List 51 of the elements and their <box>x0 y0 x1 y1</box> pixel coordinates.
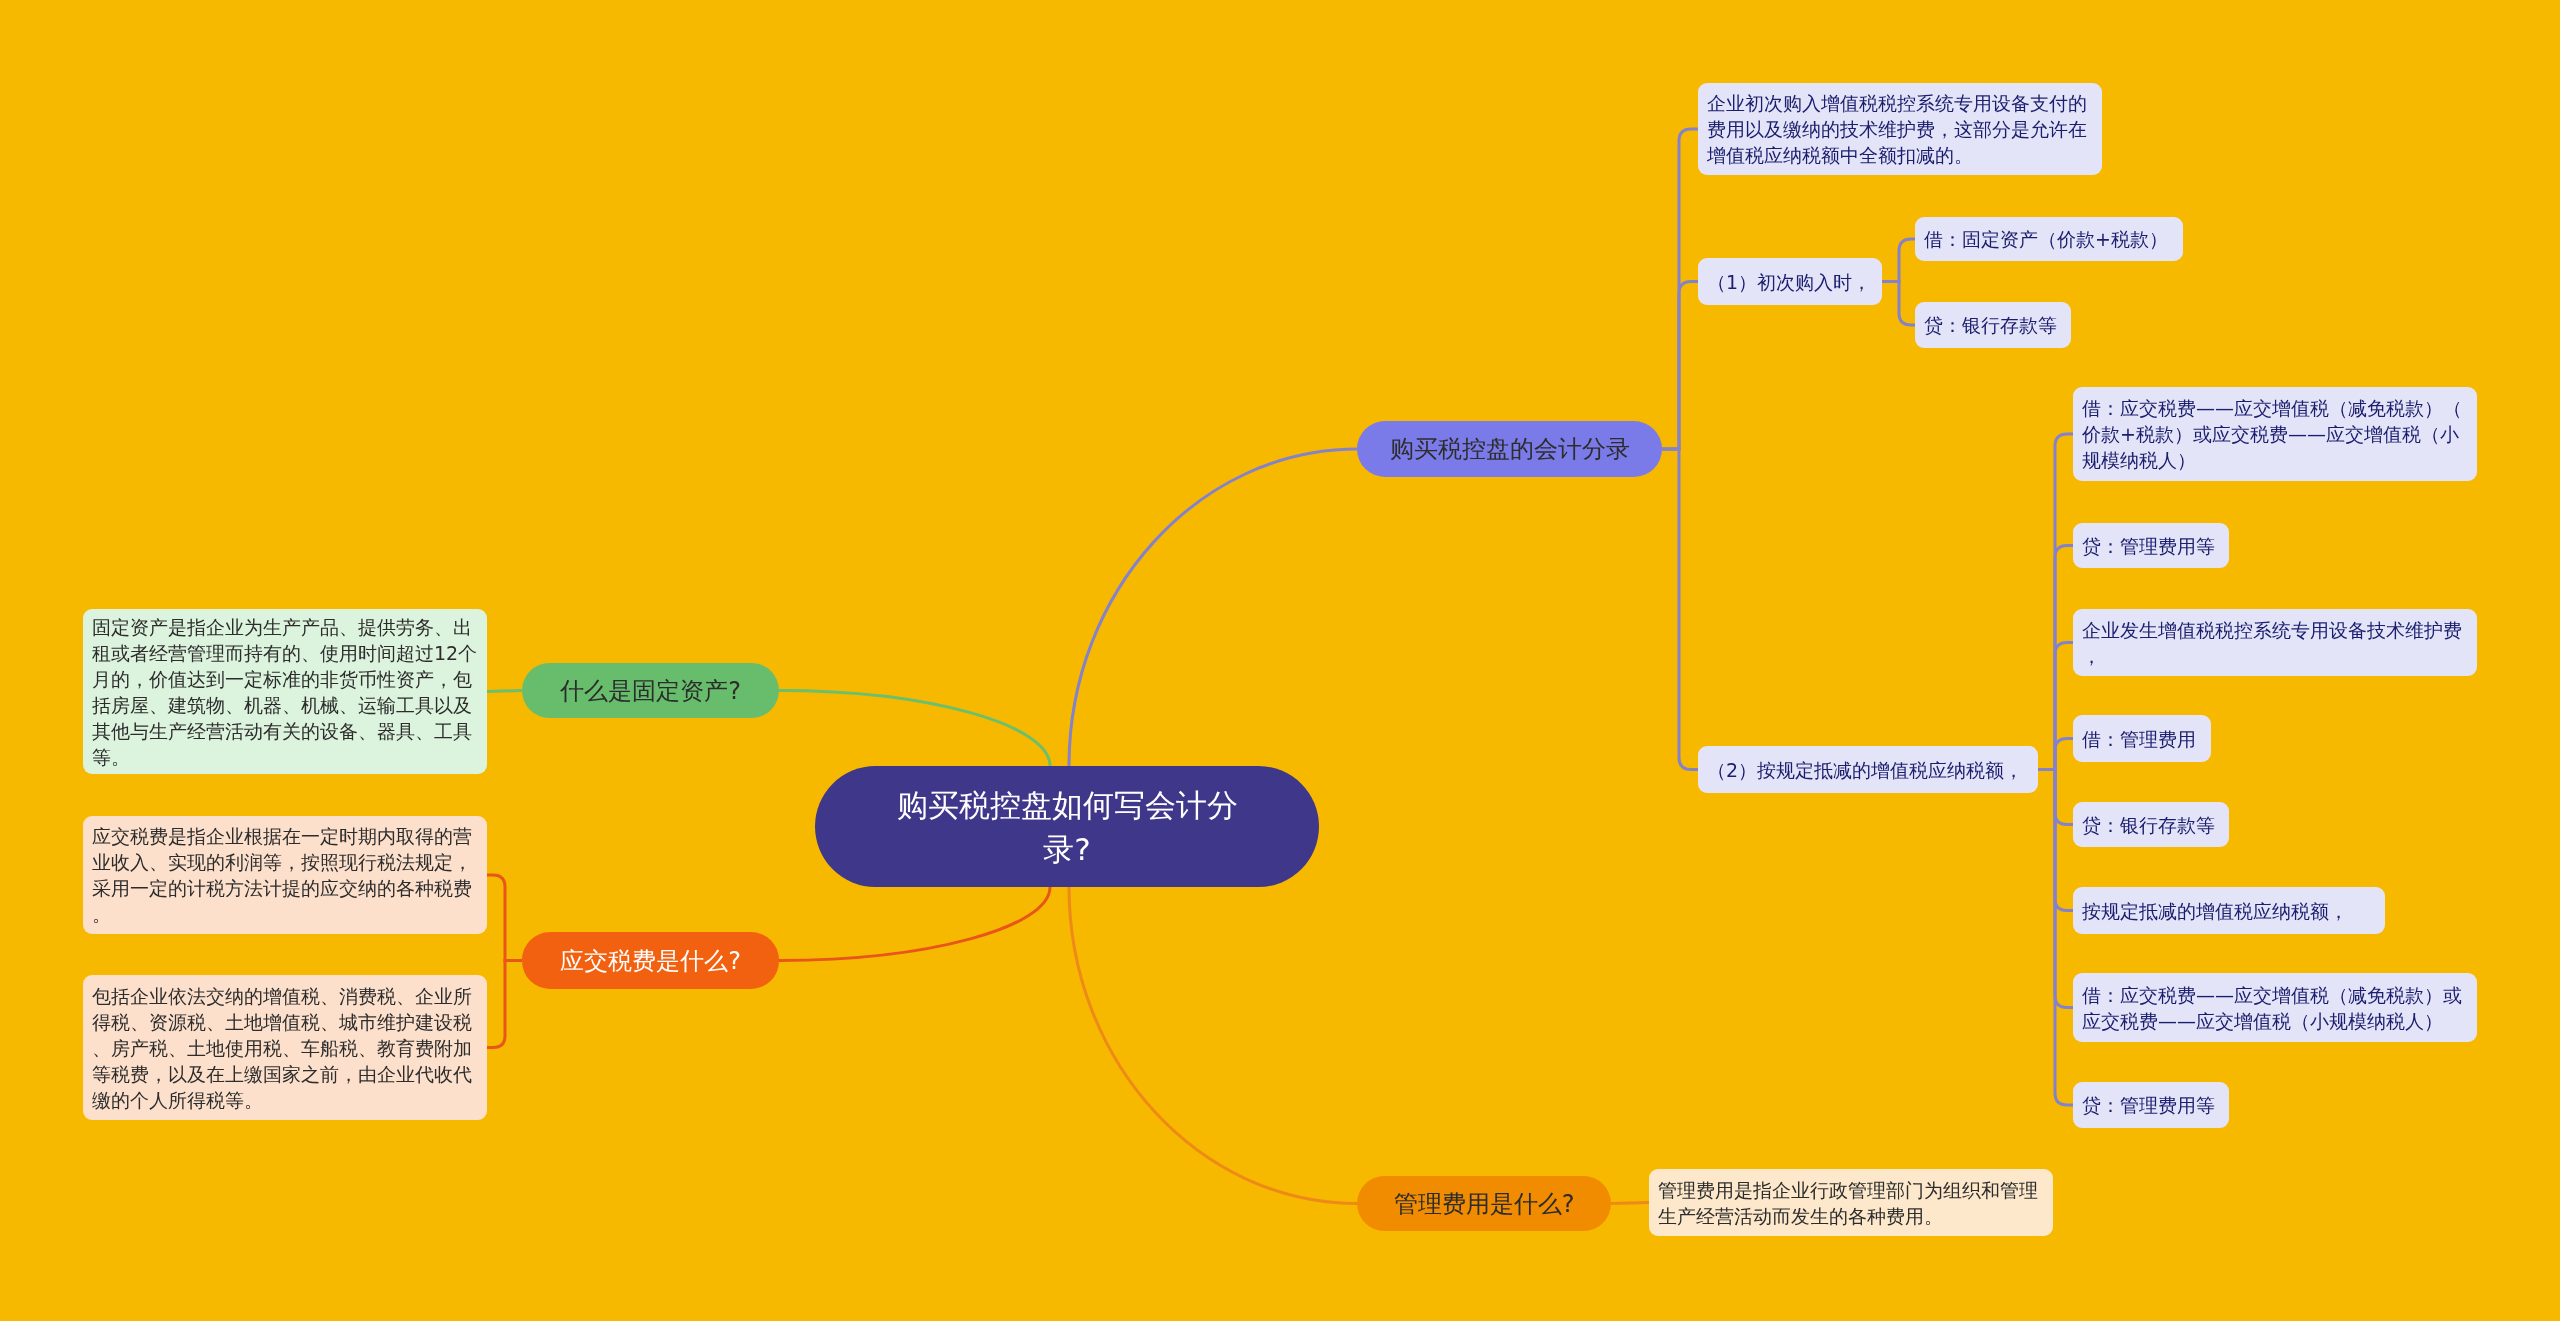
note-text: 借：应交税费——应交增值税（减免税款）（价款+税款）或应交税费——应交增值税（小规模纳税人） <box>2082 396 2463 473</box>
note-text: 应交税费是指企业根据在一定时期内取得的营业收入、实现的利润等，按照现行税法规定，采用一定的计税方法计提的应交纳的各种税费。 <box>92 824 473 927</box>
connector-line <box>1067 447 1358 767</box>
note-card <box>1698 258 1882 305</box>
note-card <box>83 816 487 934</box>
note-card <box>1915 217 2183 261</box>
note-text: 包括企业依法交纳的增值税、消费税、企业所得税、资源税、土地增值税、城市维护建设税、房产税、土地使用税、车船税、教育费附加等税费，以及在上缴国家之前，由企业代收代缴的个人所得税等。 <box>92 983 473 1113</box>
connector-line <box>487 959 522 1049</box>
note-card <box>2073 387 2477 481</box>
note-text: 固定资产是指企业为生产产品、提供劳务、出租或者经营管理而持有的、使用时间超过12个月的，价值达到一定标准的非货币性资产，包括房屋、建筑物、机器、机械、运输工具以及其他与生产经营活动有关的设备、器具、工具等。 <box>92 614 478 770</box>
note-card <box>2073 715 2211 762</box>
note-card <box>2073 802 2229 847</box>
branch-topic-text: 应交税费是什么? <box>559 945 742 976</box>
note-text: 按规定抵减的增值税应纳税额， <box>2082 898 2349 924</box>
connector-line <box>778 886 1052 962</box>
note-text: 企业初次购入增值税税控系统专用设备支付的费用以及缴纳的技术维护费，这部分是允许在增值税应纳税额中全额扣减的。 <box>1707 91 2088 168</box>
connector-line <box>778 689 1052 767</box>
note-card <box>83 975 487 1120</box>
note-card <box>2073 973 2477 1042</box>
note-text: 借：应交税费——应交增值税（减免税款）或应交税费——应交增值税（小规模纳税人） <box>2082 982 2463 1034</box>
connector-line <box>2038 768 2073 1107</box>
note-card <box>1649 1169 2053 1236</box>
note-card <box>1915 302 2071 348</box>
note-card <box>1698 83 2102 175</box>
connector-line <box>1610 1201 1650 1205</box>
note-text: 借：管理费用 <box>2082 726 2197 752</box>
branch-topic <box>1357 1176 1611 1231</box>
connector-line <box>1662 447 1698 771</box>
note-card <box>2073 609 2477 676</box>
connector-line <box>1067 886 1358 1205</box>
branch-topic <box>1357 421 1662 477</box>
connector-line <box>486 689 523 693</box>
note-card <box>2073 1082 2229 1128</box>
note-text: 企业发生增值税税控系统专用设备技术维护费， <box>2082 617 2463 669</box>
note-text: 管理费用是指企业行政管理部门为组织和管理生产经营活动而发生的各种费用。 <box>1658 1177 2039 1229</box>
note-text: （2）按规定抵减的增值税应纳税额， <box>1707 757 2025 783</box>
note-text: 借：固定资产（价款+税款） <box>1924 227 2169 252</box>
branch-topic <box>522 932 779 989</box>
note-text: 贷：银行存款等 <box>2082 812 2216 838</box>
note-text: 贷：管理费用等 <box>2082 533 2216 559</box>
branch-topic-text: 管理费用是什么? <box>1392 1188 1576 1219</box>
branch-topic-text: 购买税控盘的会计分录 <box>1388 434 1631 464</box>
note-card <box>1698 746 2038 793</box>
note-text: 贷：管理费用等 <box>2082 1093 2216 1118</box>
branch-topic-text: 什么是固定资产? <box>559 675 742 706</box>
note-text: 贷：银行存款等 <box>1924 313 2058 338</box>
note-text: （1）初次购入时， <box>1707 269 1873 295</box>
note-card <box>2073 523 2229 568</box>
note-card <box>2073 887 2385 934</box>
central-topic-text: 购买税控盘如何写会计分录? <box>895 785 1239 869</box>
branch-topic <box>522 663 779 718</box>
